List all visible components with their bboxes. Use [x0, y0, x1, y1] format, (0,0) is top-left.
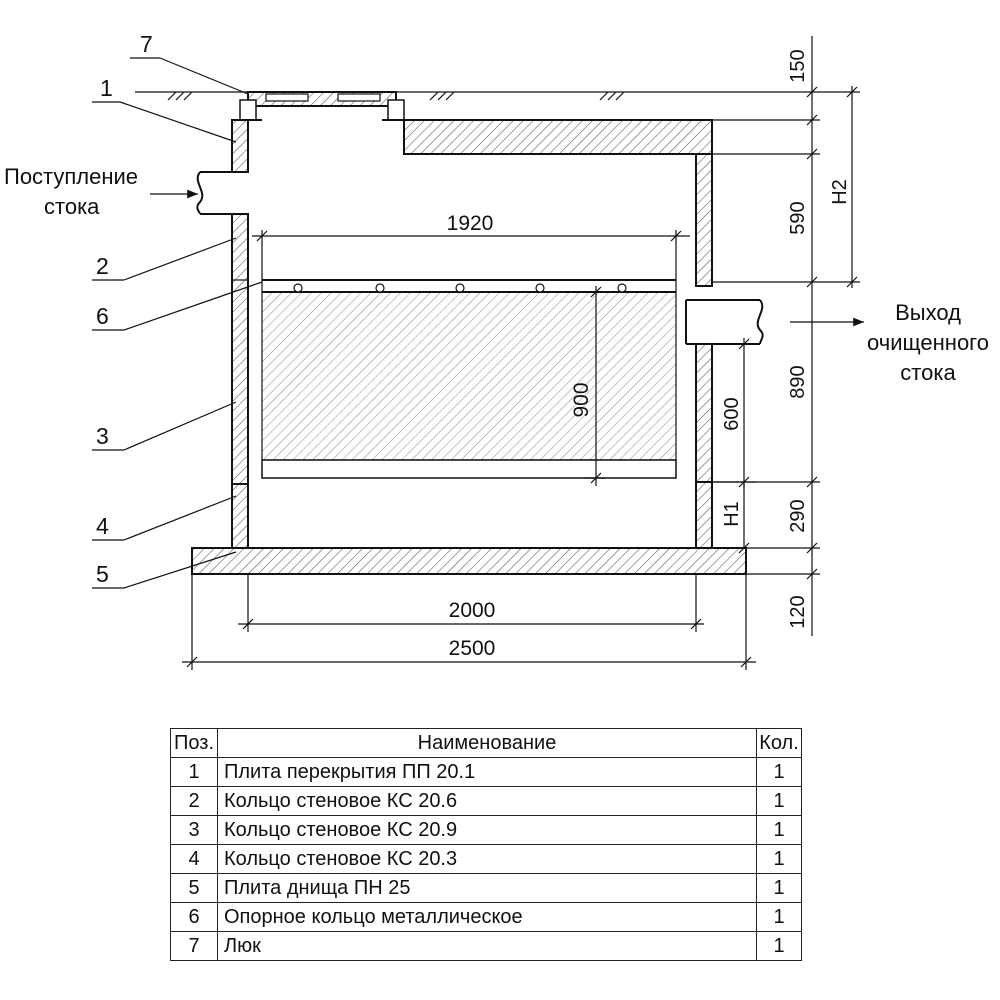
dim-1920: 1920	[447, 212, 494, 235]
row-pos: 7	[170, 931, 218, 961]
specification-table: Поз. Наименование Кол. 1 Плита перекрыти…	[170, 728, 802, 961]
row-qty: 1	[756, 757, 802, 787]
row-name: Опорное кольцо металлическое	[217, 902, 757, 932]
right-dim-chain	[712, 36, 860, 636]
position-marker-2: 2	[96, 253, 109, 279]
inlet-pipe	[196, 171, 248, 215]
dim-2000-lines	[238, 574, 704, 632]
row-name: Плита днища ПН 25	[217, 873, 757, 903]
position-marker-4: 4	[96, 513, 109, 539]
row-qty: 1	[756, 931, 802, 961]
row-name: Кольцо стеновое КС 20.3	[217, 844, 757, 874]
dim-590: 590	[787, 201, 809, 234]
table-row: 5 Плита днища ПН 25 1	[170, 873, 802, 903]
header-name: Наименование	[217, 728, 757, 758]
dim-900: 900	[570, 382, 593, 417]
dim-2000: 2000	[449, 599, 496, 622]
row-pos: 1	[170, 757, 218, 787]
right-wall-ring-3	[695, 343, 713, 483]
position-leaders	[92, 57, 263, 589]
cover-slab	[403, 119, 713, 155]
right-wall-ring-4	[695, 481, 713, 549]
bottom-slab	[191, 547, 747, 575]
right-wall-top	[695, 153, 713, 287]
row-pos: 3	[170, 815, 218, 845]
row-name: Кольцо стеновое КС 20.6	[217, 786, 757, 816]
filter-block	[261, 262, 677, 479]
outlet-pipe	[685, 299, 764, 345]
position-marker-3: 3	[96, 423, 109, 449]
row-qty: 1	[756, 786, 802, 816]
dim-600: 600	[721, 397, 743, 430]
table-row: 2 Кольцо стеновое КС 20.6 1	[170, 786, 802, 816]
inflow-label-line2: стока	[44, 194, 100, 219]
row-qty: 1	[756, 844, 802, 874]
dim-2500-lines	[182, 574, 756, 670]
row-pos: 2	[170, 786, 218, 816]
row-qty: 1	[756, 873, 802, 903]
dim-290: 290	[787, 499, 809, 532]
manhole-hatch	[234, 91, 410, 121]
ground-line	[135, 91, 760, 101]
row-qty: 1	[756, 815, 802, 845]
dim-900-lines	[584, 286, 606, 486]
dim-1920-lines	[252, 230, 690, 262]
position-marker-1: 1	[100, 75, 113, 101]
position-marker-7: 7	[140, 31, 153, 57]
row-name: Плита перекрытия ПП 20.1	[217, 757, 757, 787]
inflow-label-line1: Поступление	[4, 164, 138, 189]
spec-header-row: Поз. Наименование Кол.	[170, 728, 802, 758]
row-pos: 6	[170, 902, 218, 932]
outflow-label-line3: стока	[900, 360, 956, 385]
position-marker-5: 5	[96, 561, 109, 587]
table-row: 7 Люк 1	[170, 931, 802, 961]
row-qty: 1	[756, 902, 802, 932]
left-wall-ring-2	[231, 213, 249, 485]
header-qty: Кол.	[756, 728, 802, 758]
septic-section-drawing: Поступление стока Выход очищенного стока…	[4, 31, 989, 670]
outflow-label-line2: очищенного	[867, 330, 989, 355]
dim-2500: 2500	[449, 637, 496, 660]
outflow-label-line1: Выход	[895, 300, 961, 325]
left-wall-top	[231, 119, 249, 173]
row-pos: 4	[170, 844, 218, 874]
left-wall-ring-4	[231, 483, 249, 549]
row-name: Кольцо стеновое КС 20.9	[217, 815, 757, 845]
dim-h1: Н1	[721, 501, 743, 527]
dim-h2: Н2	[829, 179, 851, 205]
row-pos: 5	[170, 873, 218, 903]
header-pos: Поз.	[170, 728, 218, 758]
table-row: 1 Плита перекрытия ПП 20.1 1	[170, 757, 802, 787]
dim-150: 150	[787, 49, 809, 82]
table-row: 6 Опорное кольцо металлическое 1	[170, 902, 802, 932]
table-row: 4 Кольцо стеновое КС 20.3 1	[170, 844, 802, 874]
table-row: 3 Кольцо стеновое КС 20.9 1	[170, 815, 802, 845]
dim-120: 120	[787, 595, 809, 628]
dim-890: 890	[787, 365, 809, 398]
row-name: Люк	[217, 931, 757, 961]
position-marker-6: 6	[96, 303, 109, 329]
